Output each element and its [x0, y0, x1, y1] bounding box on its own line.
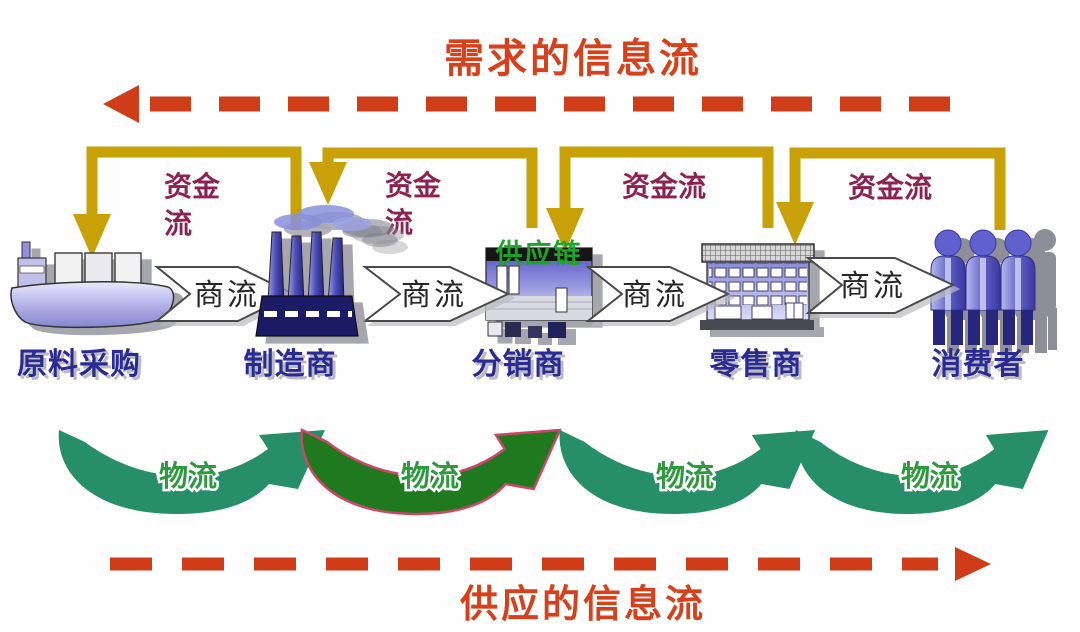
commerce-flow-arrow-2: [362, 266, 511, 322]
entity-label-consumer: 消费者: [932, 348, 1025, 381]
capital-flow-label-1: 资金 流: [164, 170, 227, 240]
commerce-flow-label-1: 商流: [194, 279, 260, 312]
capital-flow-label-2: 资金 流: [385, 169, 448, 239]
person-figure: [965, 229, 1001, 345]
capital-flow-bracket-4: [789, 147, 1006, 230]
entity-label-raw-material: 原料采购: [17, 348, 141, 381]
warehouse-icon: [485, 247, 593, 338]
entity-label-retailer: 零售商: [710, 348, 803, 381]
commerce-flow-arrow-4: [805, 257, 956, 314]
commerce-flow-labels: 商流 商流 商流 商流: [194, 270, 906, 312]
logistics-label-3: 物流: [656, 460, 714, 493]
entity-labels: 原料采购 制造商 分销商 零售商 消费者: [17, 348, 1025, 381]
down-arrowhead-icon: [73, 214, 111, 258]
supply-info-flow-title: 供应的信息流: [460, 584, 706, 626]
capital-flow-label-3: 资金流: [622, 170, 706, 203]
factory-smoke: [274, 205, 398, 247]
supply-dashed-arrow: [110, 547, 991, 581]
retail-building-icon: [700, 243, 815, 330]
commerce-flow-label-2: 商流: [401, 279, 467, 312]
left-arrowhead-icon: [103, 85, 139, 123]
logistics-label-2: 物流: [401, 460, 459, 493]
commerce-flow-arrow-3: [585, 266, 731, 322]
entity-label-manufacturer: 制造商: [244, 348, 337, 381]
commerce-flow-label-3: 商流: [622, 279, 688, 312]
capital-flow-arrowheads: [73, 162, 814, 258]
person-figure: [1000, 229, 1036, 345]
logistics-labels: 物流 物流 物流 物流: [156, 458, 961, 496]
capital-flow-bracket-2: [322, 147, 538, 228]
capital-flow-bracket-3: [559, 146, 774, 228]
entity-label-distributor: 分销商: [472, 348, 565, 381]
commerce-flow-arrows: [154, 257, 956, 322]
factory-icon: [255, 205, 398, 337]
logistics-label-1: 物流: [159, 460, 217, 493]
capital-flow-label-4: 资金流: [848, 171, 932, 204]
logistics-label-4: 物流: [901, 460, 959, 493]
commerce-flow-arrow-1: [154, 266, 296, 322]
cargo-ship-icon: [10, 241, 175, 329]
capital-flow-bracket-1: [86, 146, 302, 230]
commerce-flow-label-4: 商流: [840, 270, 906, 303]
down-arrowhead-icon: [309, 162, 347, 205]
down-arrowhead-icon: [546, 208, 584, 252]
right-arrowhead-icon: [955, 547, 991, 581]
supply-chain-overlay-label: 供应链: [495, 238, 583, 269]
down-arrowhead-icon: [776, 202, 814, 245]
people-group-icon: [930, 229, 1057, 353]
demand-info-flow-title: 需求的信息流: [444, 37, 702, 81]
demand-dashed-arrow: [103, 85, 978, 123]
capital-flow-brackets: [86, 146, 1006, 230]
